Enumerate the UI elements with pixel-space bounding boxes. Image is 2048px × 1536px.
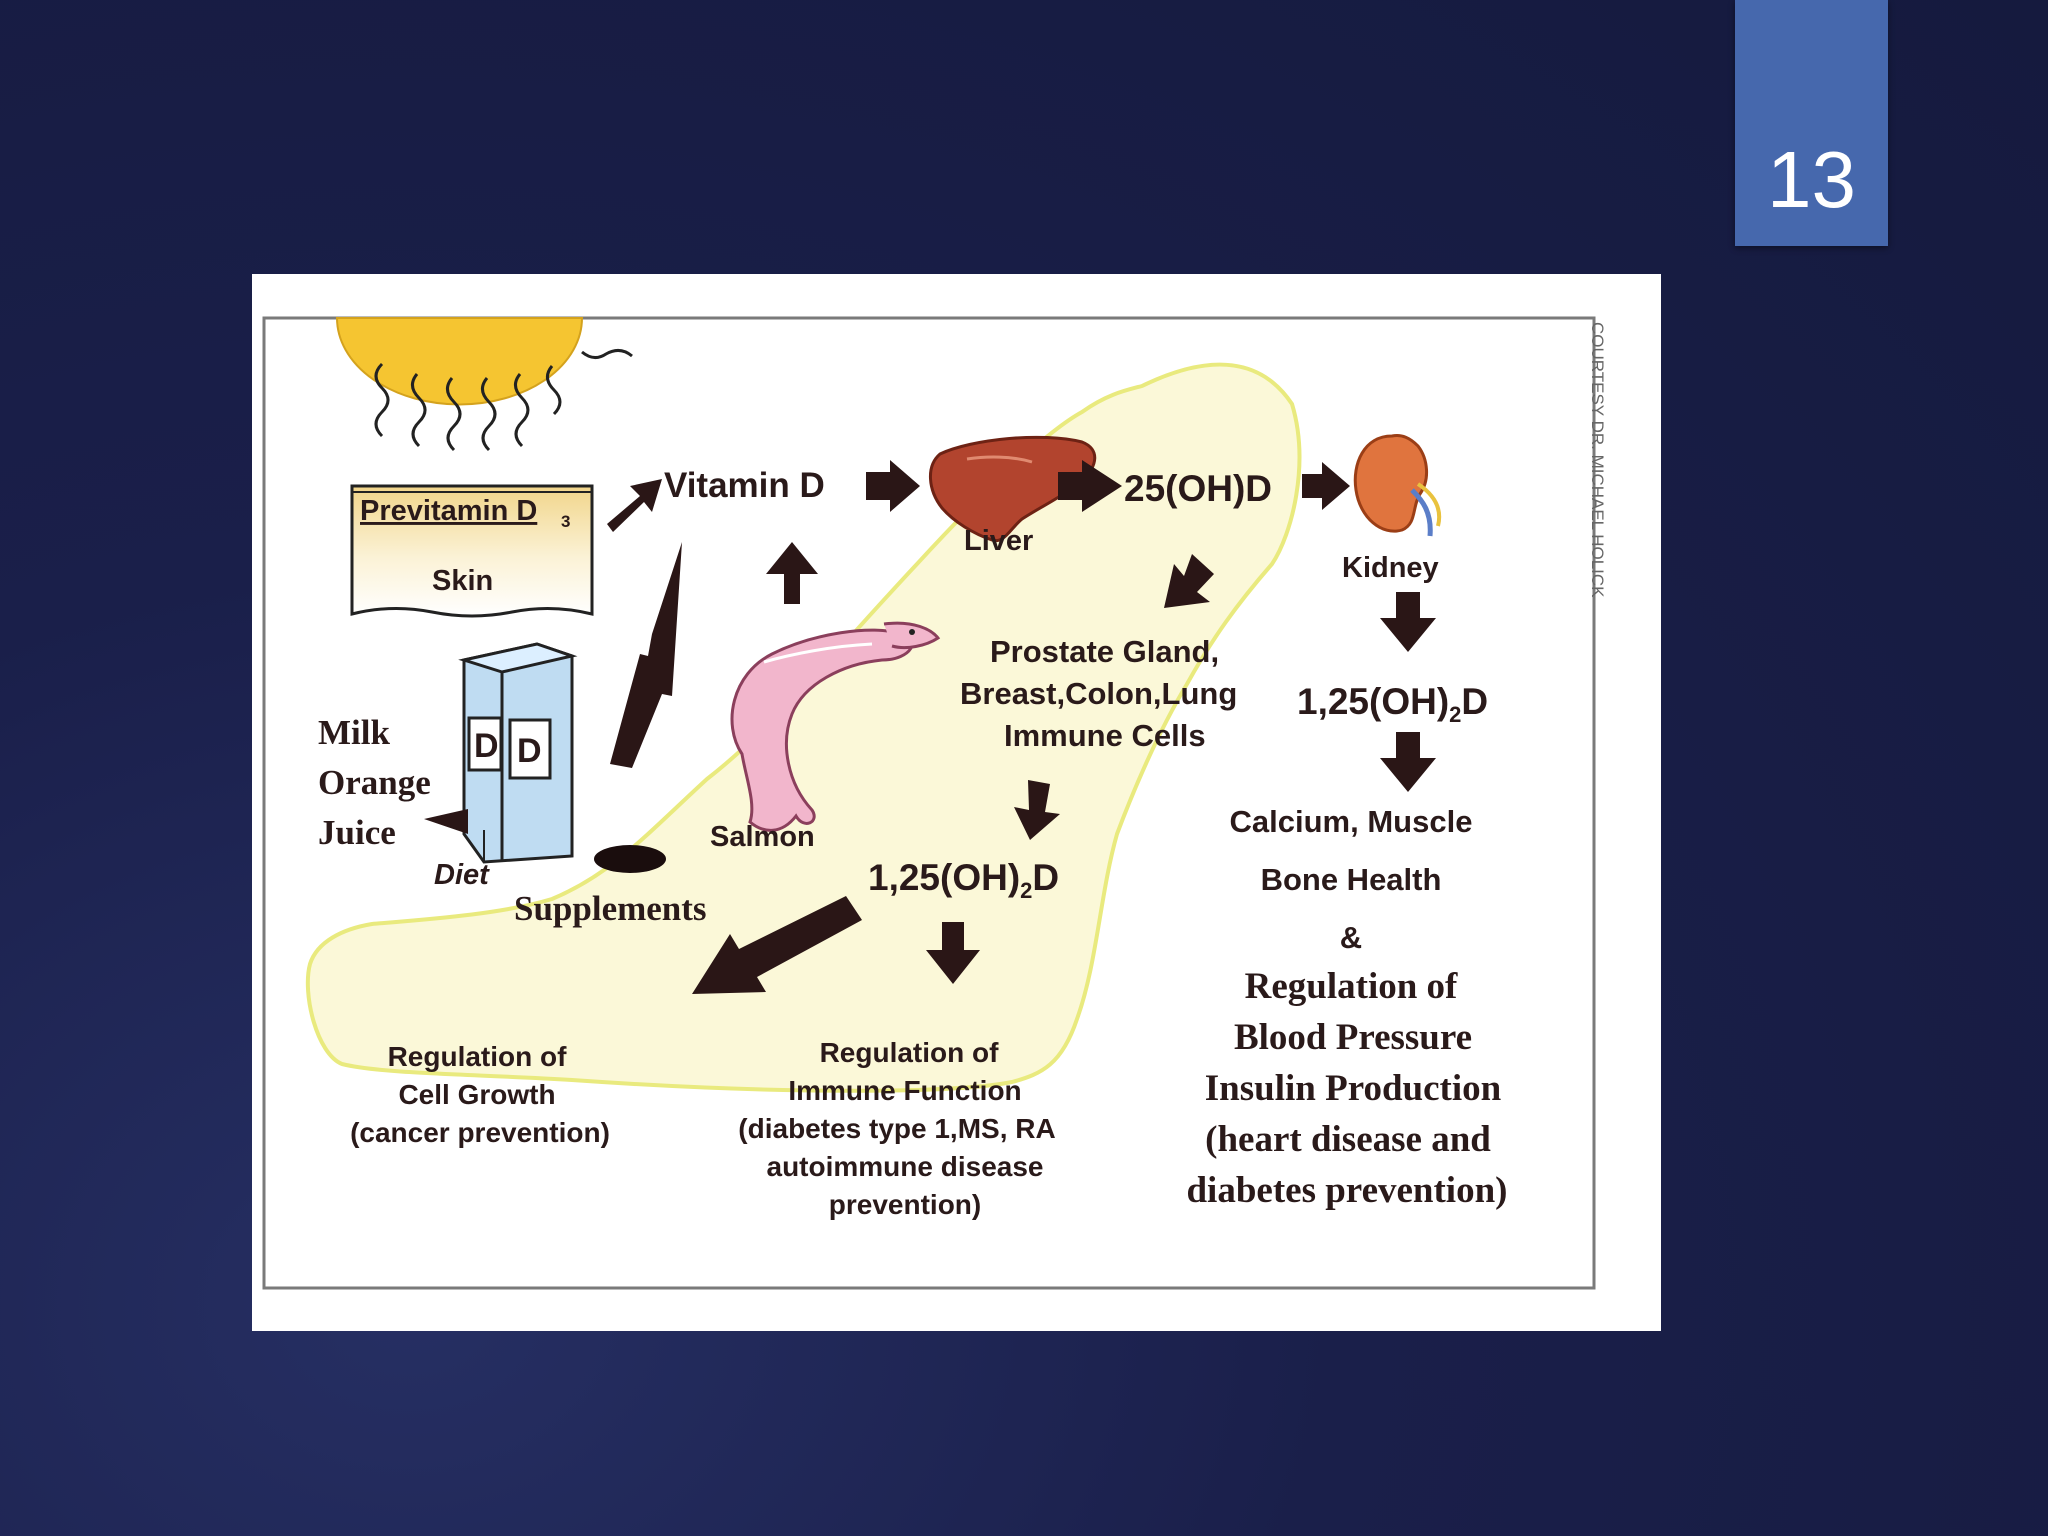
tissues-line2: Breast,Colon,Lung	[960, 676, 1237, 711]
regulation-line2: Blood Pressure	[1234, 1017, 1472, 1058]
diet-label: Diet	[434, 859, 490, 891]
milk-label: Milk	[318, 713, 390, 752]
previtamin-subscript: 3	[561, 512, 570, 531]
cell-growth-line1: Regulation of	[388, 1041, 568, 1072]
calcitriol-right-label: 1,25(OH)2D	[1297, 681, 1488, 727]
arrow-salmon-up	[766, 542, 818, 604]
arrow-25ohd-to-kidney	[1302, 462, 1350, 510]
sun-icon	[337, 318, 632, 450]
supplements-label: Supplements	[514, 889, 707, 928]
arrow-skin-to-vitamin-d	[607, 479, 662, 532]
previtamin-label: Previtamin D	[360, 495, 537, 527]
supplement-pill-icon	[594, 845, 666, 873]
arrow-diet-to-vitamin-d	[610, 542, 682, 768]
regulation-line5: diabetes prevention)	[1186, 1170, 1507, 1211]
juice-label: Juice	[318, 813, 396, 852]
regulation-line3: Insulin Production	[1205, 1068, 1502, 1109]
immune-line5: prevention)	[829, 1189, 981, 1220]
carton-letter-1: D	[474, 727, 499, 765]
slide-number-badge: 13	[1735, 0, 1888, 246]
liver-label: Liver	[964, 525, 1033, 557]
vitamin-d-diagram: Previtamin D 3 Skin Vitamin D Liver 25(O…	[252, 274, 1661, 1331]
immune-line4: autoimmune disease	[767, 1151, 1044, 1182]
tissues-line1: Prostate Gland,	[990, 634, 1219, 669]
carton-letter-2: D	[517, 732, 542, 770]
immune-line2: Immune Function	[788, 1075, 1021, 1106]
25ohd-label: 25(OH)D	[1124, 468, 1272, 509]
vitamin-d-label: Vitamin D	[664, 466, 825, 505]
cell-growth-line3: (cancer prevention)	[350, 1117, 610, 1148]
immune-line3: (diabetes type 1,MS, RA	[738, 1113, 1055, 1144]
immune-line1: Regulation of	[820, 1037, 1000, 1068]
bone-health-label: Bone Health	[1261, 862, 1442, 897]
arrow-calcitriol-down	[1380, 732, 1436, 792]
calcium-muscle-label: Calcium, Muscle	[1230, 804, 1473, 839]
ampersand-label: &	[1340, 920, 1362, 955]
arrow-vitamin-d-to-liver	[866, 460, 920, 512]
tissues-line3: Immune Cells	[1004, 718, 1206, 753]
kidney-label: Kidney	[1342, 552, 1439, 584]
regulation-line4: (heart disease and	[1205, 1119, 1491, 1160]
skin-label: Skin	[432, 565, 493, 597]
slide-number: 13	[1735, 140, 1888, 220]
vitamin-d-figure: Previtamin D 3 Skin Vitamin D Liver 25(O…	[252, 274, 1661, 1331]
salmon-label: Salmon	[710, 821, 815, 853]
cell-growth-line2: Cell Growth	[398, 1079, 555, 1110]
kidney-icon	[1355, 435, 1439, 536]
arrow-kidney-down	[1380, 592, 1436, 652]
credit-label: COURTESY DR. MICHAEL HOLICK	[1588, 322, 1607, 598]
regulation-line1: Regulation of	[1245, 966, 1458, 1007]
orange-label: Orange	[318, 763, 431, 802]
